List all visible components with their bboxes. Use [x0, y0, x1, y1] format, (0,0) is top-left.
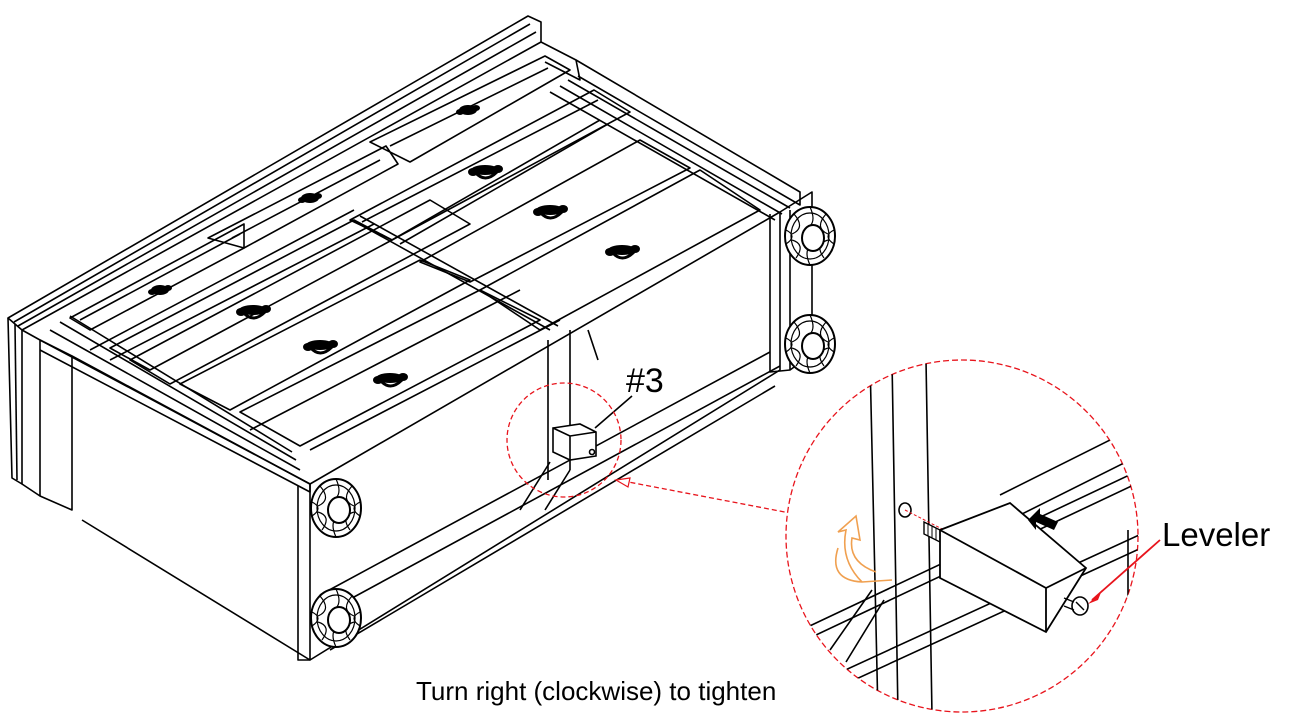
leveler-small: [552, 395, 633, 461]
leveler-pointer: [1091, 539, 1161, 601]
front-top-rail: [39, 339, 311, 493]
drawer-top-2: [207, 145, 399, 249]
back-panel-left: [71, 355, 311, 661]
instruction-caption: Turn right (clockwise) to tighten: [416, 676, 777, 706]
leveler-label: Leveler: [1162, 516, 1271, 553]
curved-clockwise-arrow-icon: [834, 514, 893, 583]
callout-leader: [617, 479, 817, 519]
leveler-detail: [898, 501, 1089, 634]
drawer-low-2: [179, 259, 471, 411]
callout-small-circle: [506, 382, 622, 498]
right-top-rail: [575, 59, 801, 206]
drawer-mid-2: [349, 89, 631, 241]
drawer-low-1: [129, 199, 471, 385]
back-panel-bottom: [309, 211, 781, 661]
drawer-top-3: [369, 55, 571, 163]
top-back-moulding: [7, 15, 542, 331]
drawer-low-3: [419, 139, 691, 283]
drawer-low-4: [239, 289, 541, 447]
drawer-low-5: [479, 169, 761, 331]
solid-left-arrow-icon: [1028, 508, 1058, 530]
step-number-label: #3: [626, 362, 664, 400]
top-left-edge: [7, 317, 23, 485]
